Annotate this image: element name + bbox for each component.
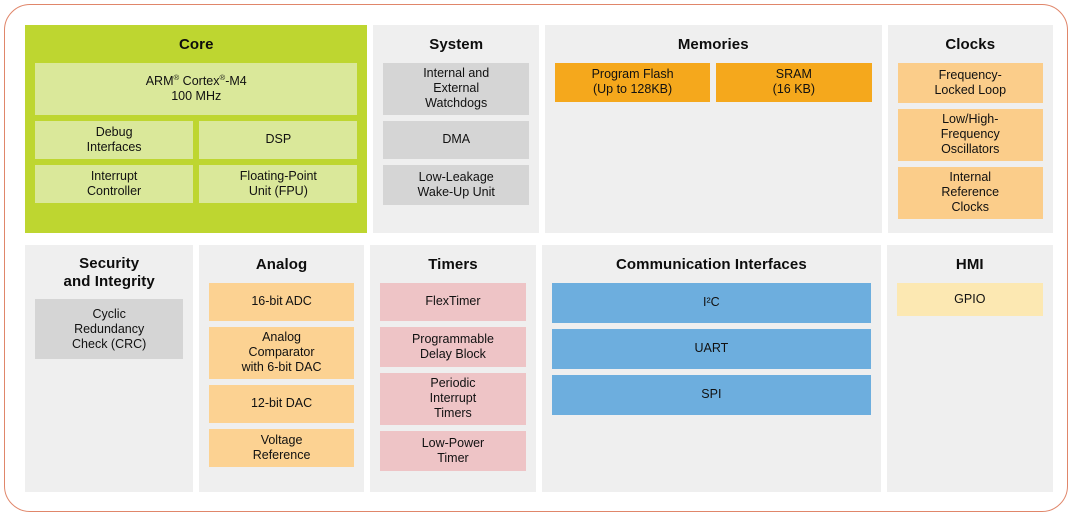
tile-uart[interactable]: UART [552, 328, 871, 369]
tile-dsp[interactable]: DSP [199, 120, 358, 159]
panel-title-clocks: Clocks [945, 36, 996, 53]
panel-communication-interfaces[interactable]: Communication Interfaces I²C UART SPI [542, 245, 881, 492]
tile-program-flash[interactable]: Program Flash(Up to 128KB) [554, 62, 711, 102]
tile-spi[interactable]: SPI [552, 374, 871, 415]
panel-title-communication: Communication Interfaces [615, 256, 807, 273]
tile-i2c[interactable]: I²C [552, 282, 871, 323]
tile-gpio[interactable]: GPIO [896, 282, 1043, 316]
panel-title-system: System [429, 36, 484, 53]
cpu-label-line2: 100 MHz [171, 88, 222, 103]
tile-arm-cortex-m4[interactable]: ARM® Cortex®-M4 100 MHz [35, 62, 358, 115]
tile-flextimer[interactable]: FlexTimer [379, 282, 527, 321]
panel-title-memories: Memories [677, 36, 749, 53]
tile-frequency-locked-loop[interactable]: Frequency-Locked Loop [897, 62, 1043, 103]
tile-12-bit-dac[interactable]: 12-bit DAC [209, 384, 354, 423]
panel-title-analog: Analog [255, 256, 308, 273]
panel-title-hmi: HMI [955, 256, 984, 273]
communication-tile-stack: I²C UART SPI [552, 282, 871, 415]
registered-mark-icon: ® [173, 72, 180, 82]
hmi-tile-stack: GPIO [896, 282, 1043, 316]
registered-mark-icon-2: ® [219, 72, 226, 82]
tile-sram[interactable]: SRAM(16 KB) [716, 62, 872, 102]
panel-memories[interactable]: Memories Program Flash(Up to 128KB) SRAM… [544, 25, 882, 233]
clocks-tile-stack: Frequency-Locked Loop Low/High-Frequency… [897, 62, 1043, 219]
tile-16-bit-adc[interactable]: 16-bit ADC [209, 282, 354, 321]
panel-title-core: Core [178, 36, 214, 53]
memories-tile-row: Program Flash(Up to 128KB) SRAM(16 KB) [554, 62, 872, 102]
cpu-label-line1: ARM® Cortex®-M4 [145, 72, 247, 88]
tile-dma[interactable]: DMA [383, 120, 529, 159]
panel-title-timers: Timers [428, 256, 478, 273]
panel-clocks[interactable]: Clocks Frequency-Locked Loop Low/High-Fr… [887, 25, 1053, 233]
panel-hmi[interactable]: HMI GPIO [886, 245, 1053, 492]
